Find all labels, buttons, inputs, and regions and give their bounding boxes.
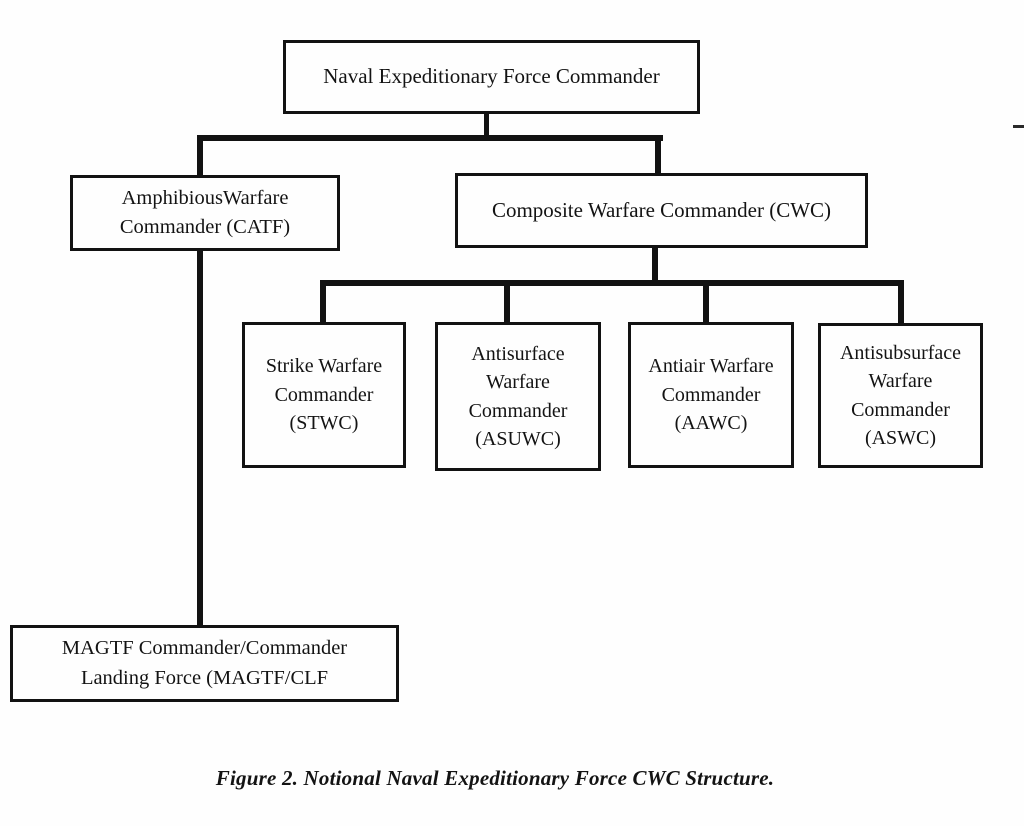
node-label: Composite Warfare Commander (CWC) xyxy=(491,197,832,222)
node-label-line: Strike Warfare xyxy=(265,355,383,378)
node-antiair-warfare-commander-aawc: Antiair Warfare Commander (AAWC) xyxy=(628,322,794,468)
connector-catf-magtf xyxy=(197,248,203,628)
node-label-line: (ASUWC) xyxy=(475,427,561,450)
connector-drop-cwc xyxy=(655,135,661,176)
node-label-line: Landing Force (MAGTF/CLF xyxy=(80,666,329,689)
node-label-line: (STWC) xyxy=(289,412,359,435)
node-label-line: (AAWC) xyxy=(674,412,748,435)
node-magtf-commander-clf: MAGTF Commander/Commander Landing Force … xyxy=(10,625,399,702)
node-naval-expeditionary-force-commander: Naval Expeditionary Force Commander xyxy=(283,40,700,114)
connector-drop-aswc xyxy=(898,280,904,326)
connector-drop-aawc xyxy=(703,280,709,325)
node-label-line: Antiair Warfare xyxy=(648,355,774,378)
node-antisubsurface-warfare-commander-aswc: Antisubsurface Warfare Commander (ASWC) xyxy=(818,323,983,468)
node-label-line: Commander xyxy=(851,398,950,421)
connector-top-bus xyxy=(197,135,663,141)
node-label: Naval Expeditionary Force Commander xyxy=(323,64,660,89)
node-label-line: Commander xyxy=(274,383,374,406)
connector-nefc-drop xyxy=(484,112,489,140)
node-label-line: Warfare xyxy=(868,370,933,393)
connector-cwc-bus xyxy=(320,280,904,286)
figure-caption: Figure 2. Notional Naval Expeditionary F… xyxy=(215,766,775,790)
connector-drop-asuwc xyxy=(504,280,510,325)
node-label-line: Commander (CATF) xyxy=(119,216,291,238)
scan-artifact-dash xyxy=(1013,125,1024,128)
node-antisurface-warfare-commander-asuwc: Antisurface Warfare Commander (ASUWC) xyxy=(435,322,601,471)
node-amphibious-warfare-commander-catf: AmphibiousWarfare Commander (CATF) xyxy=(70,175,340,251)
node-label-line: AmphibiousWarfare xyxy=(121,186,289,209)
connector-drop-stwc xyxy=(320,280,326,325)
node-strike-warfare-commander-stwc: Strike Warfare Commander (STWC) xyxy=(242,322,406,468)
connector-cwc-drop xyxy=(652,245,658,285)
node-label-line: (ASWC) xyxy=(864,426,937,449)
node-label-line: MAGTF Commander/Commander xyxy=(61,637,348,660)
node-composite-warfare-commander-cwc: Composite Warfare Commander (CWC) xyxy=(455,173,868,248)
node-label-line: Commander xyxy=(468,399,568,422)
node-label-line: Warfare xyxy=(486,371,550,394)
node-label-line: Commander xyxy=(661,383,761,406)
node-label-line: Antisurface xyxy=(471,342,565,365)
connector-drop-catf xyxy=(197,135,203,178)
node-label-line: Antisubsurface xyxy=(839,341,962,364)
